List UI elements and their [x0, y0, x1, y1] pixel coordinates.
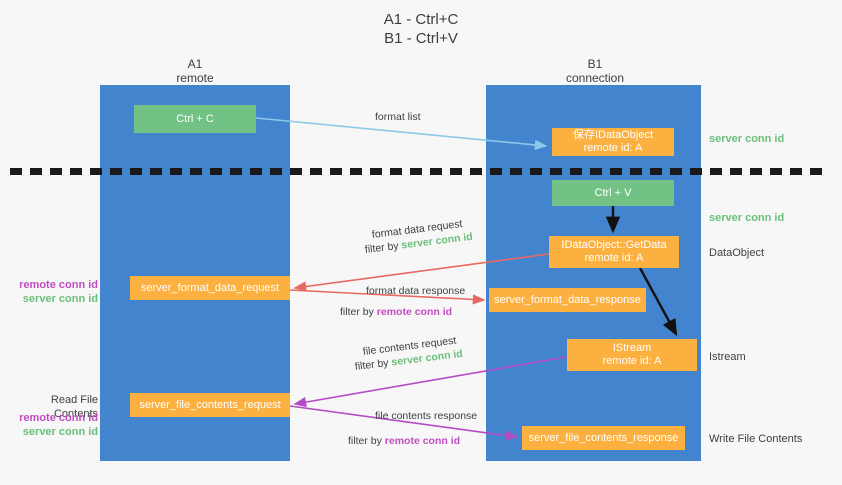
column-header-b1: B1 connection [565, 57, 625, 85]
annotation-server-conn-id: server conn id [22, 426, 98, 438]
node-ctrl-v[interactable]: Ctrl + V [552, 180, 674, 206]
annotation-right-server-conn-id-top: server conn id [709, 133, 785, 145]
edge-label-file-contents-response: file contents response [375, 410, 478, 422]
node-server-file-contents-response[interactable]: server_file_contents_response [522, 426, 685, 450]
node-ctrl-c[interactable]: Ctrl + C [134, 105, 256, 133]
annotation-remote-conn-id: remote conn id [19, 412, 98, 424]
annotation-right-server-conn-id-mid: server conn id [709, 212, 785, 224]
filter-value-remote-conn-id: remote conn id [384, 435, 461, 447]
filter-prefix: filter by [354, 356, 393, 373]
diagram-title: A1 - Ctrl+C B1 - Ctrl+V [383, 11, 459, 47]
edge-label-format-list: format list [375, 111, 421, 123]
annotation-dataobject: DataObject [709, 247, 765, 259]
edge-label-file-contents-response-filter: filter by remote conn id [348, 434, 460, 449]
dashed-separator [10, 168, 830, 175]
column-header-a1: A1 remote [176, 57, 214, 85]
annotation-left-conn-ids-2: remote conn id server conn id [6, 411, 98, 439]
annotation-istream: Istream [709, 351, 746, 363]
filter-value-remote-conn-id: remote conn id [376, 306, 453, 318]
filter-prefix: filter by [340, 306, 377, 318]
annotation-remote-conn-id: remote conn id [19, 279, 98, 291]
filter-prefix: filter by [364, 239, 403, 256]
filter-prefix: filter by [348, 435, 385, 447]
annotation-left-conn-ids-1: remote conn id server conn id [6, 278, 98, 306]
edge-label-format-data-response: format data response [366, 285, 466, 297]
node-server-format-data-request[interactable]: server_format_data_request [130, 276, 290, 300]
annotation-read-file-contents: Read File Contents [50, 394, 98, 420]
node-server-format-data-response[interactable]: server_format_data_response [489, 288, 646, 312]
node-istream[interactable]: IStream remote id: A [567, 339, 697, 371]
annotation-server-conn-id: server conn id [22, 293, 98, 305]
edge-label-format-data-response-filter: filter by remote conn id [340, 305, 452, 320]
node-idataobject[interactable]: 保存IDataObject remote id: A [552, 128, 674, 156]
node-server-file-contents-request[interactable]: server_file_contents_request [130, 393, 290, 417]
node-idataobject-getdata[interactable]: IDataObject::GetData remote id: A [549, 236, 679, 268]
annotation-write-file-contents: Write File Contents [709, 433, 803, 445]
